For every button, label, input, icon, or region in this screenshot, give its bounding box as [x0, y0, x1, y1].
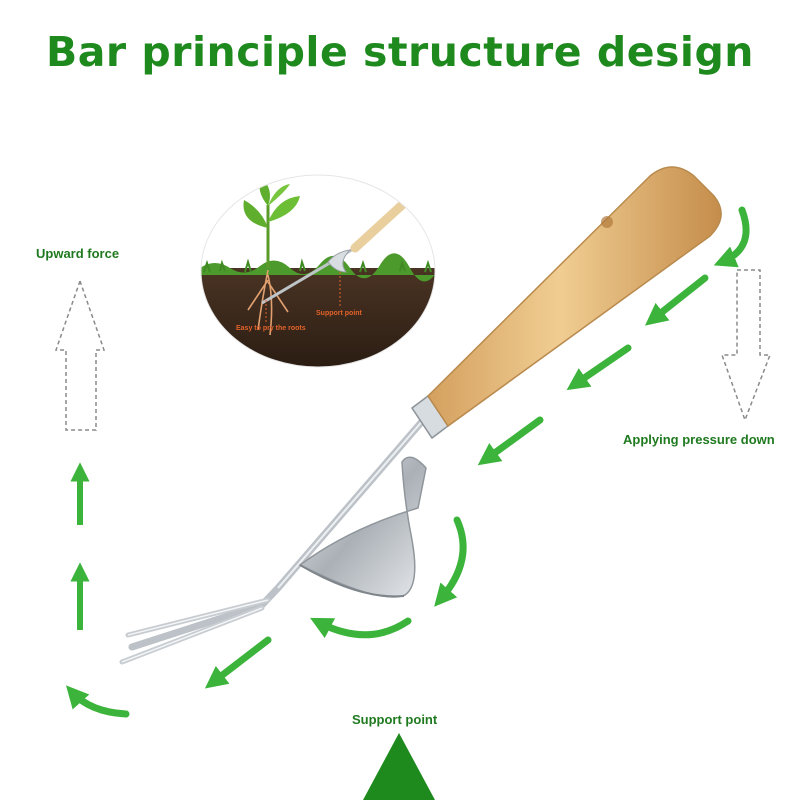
curved-green-arrow-icon	[66, 206, 750, 718]
weeder-tool	[119, 166, 722, 665]
inset-frame	[200, 174, 436, 368]
upward-force-label: Upward force	[36, 246, 120, 261]
inset-scene	[201, 175, 435, 367]
support-point-label: Support point	[352, 712, 438, 727]
support-triangle-icon	[363, 733, 435, 800]
applying-pressure-label: Applying pressure down	[623, 432, 775, 447]
inset-support-label: Support point	[316, 310, 363, 317]
upward-outline-arrow-icon	[54, 278, 106, 431]
downward-outline-arrow-icon	[720, 269, 772, 423]
inset-easy-pry-label: Easy to pry the roots	[236, 325, 306, 332]
page-title: Bar principle structure design	[45, 28, 755, 76]
